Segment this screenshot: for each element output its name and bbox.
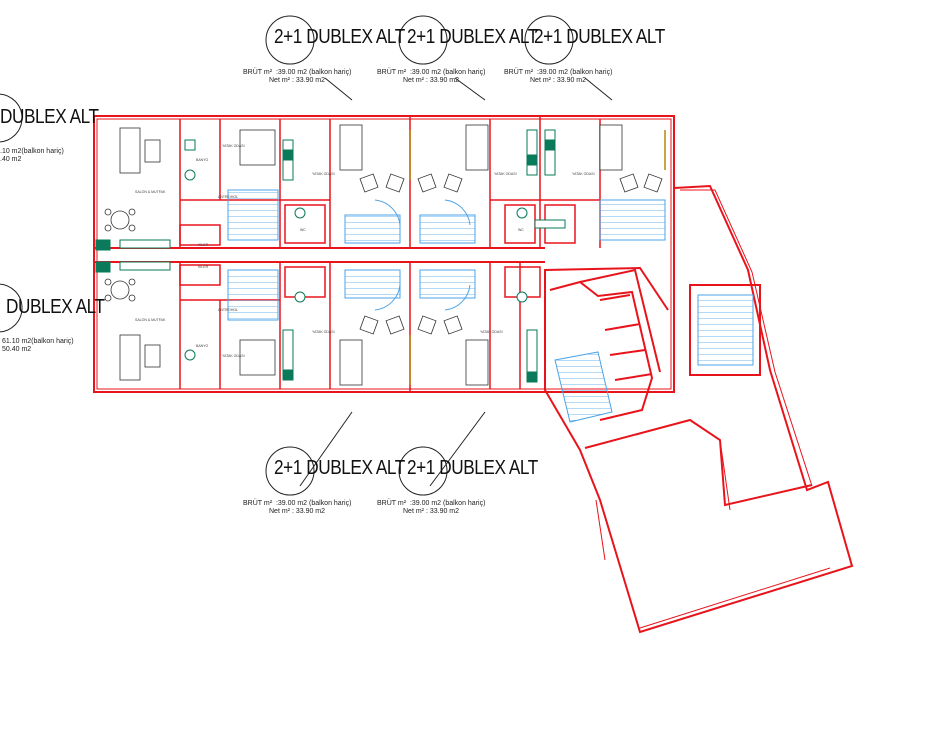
unit-title-left-2: DUBLEX ALT: [6, 296, 105, 318]
room-label-antre: ANTRE/HOL: [218, 308, 239, 312]
net-label: Net m²: [269, 508, 290, 515]
fixtures: [95, 129, 566, 383]
unit-title-top-3: 2+1 DUBLEX ALT: [534, 26, 665, 48]
unit-area-top-1: BRÜT m² :39.00 m2 (balkon hariç) Net m² …: [243, 69, 351, 85]
unit-area-top-3: BRÜT m² :39.00 m2 (balkon hariç) Net m² …: [504, 69, 612, 85]
room-label-salon: SALON & MUTFAK: [135, 318, 166, 322]
net-label: Net m²: [403, 508, 424, 515]
brut-label: BRÜT m²: [504, 69, 534, 76]
room-label-yatak: YATAK ODASI: [312, 172, 335, 176]
area-line-1: .10 m2(balkon hariç): [0, 148, 64, 155]
right-wing-walls: [544, 184, 854, 634]
room-label-yatak: YATAK ODASI: [222, 144, 245, 148]
main-building-walls: [93, 115, 675, 393]
room-label-kiler: KİLER: [198, 265, 209, 269]
room-label-yatak: YATAK ODASI: [572, 172, 595, 176]
brut-label: BRÜT m²: [377, 69, 407, 76]
unit-title-top-2: 2+1 DUBLEX ALT: [407, 26, 538, 48]
room-label-yatak: YATAK ODASI: [480, 330, 503, 334]
brut-value: :39.00 m2 (balkon hariç): [409, 500, 486, 507]
unit-area-left-2: 61.10 m2(balkon hariç) 50.40 m2: [2, 338, 74, 354]
net-label: Net m²: [269, 77, 290, 84]
brut-value: :39.00 m2 (balkon hariç): [275, 69, 352, 76]
stairs: [227, 189, 754, 423]
room-label-antre: ANTRE/HOL: [218, 195, 239, 199]
area-line-2: 50.40 m2: [2, 346, 32, 353]
brut-label: BRÜT m²: [243, 500, 273, 507]
room-label-wc: WC: [518, 228, 524, 232]
net-value: : 33.90 m2: [291, 508, 326, 515]
room-label-banyo: BANYO: [196, 158, 209, 162]
unit-title-top-1: 2+1 DUBLEX ALT: [274, 26, 405, 48]
room-label-wc: WC: [300, 228, 306, 232]
area-line-2: .40 m2: [0, 156, 22, 163]
brut-label: BRÜT m²: [377, 500, 407, 507]
unit-area-top-2: BRÜT m² :39.00 m2 (balkon hariç) Net m² …: [377, 69, 485, 85]
area-line-1: 61.10 m2(balkon hariç): [2, 338, 74, 345]
brut-value: :39.00 m2 (balkon hariç): [409, 69, 486, 76]
room-label-yatak: YATAK ODASI: [222, 354, 245, 358]
unit-area-bottom-2: BRÜT m² :39.00 m2 (balkon hariç) Net m² …: [377, 500, 485, 516]
brut-value: :39.00 m2 (balkon hariç): [536, 69, 613, 76]
net-label: Net m²: [403, 77, 424, 84]
unit-title-bottom-2: 2+1 DUBLEX ALT: [407, 457, 538, 479]
net-label: Net m²: [530, 77, 551, 84]
room-label-salon: SALON & MUTFAK: [135, 190, 166, 194]
furniture: [104, 124, 663, 386]
unit-title-bottom-1: 2+1 DUBLEX ALT: [274, 457, 405, 479]
room-label-banyo: BANYO: [196, 344, 209, 348]
unit-title-left-1: DUBLEX ALT: [0, 106, 99, 128]
net-value: : 33.90 m2: [552, 77, 587, 84]
net-value: : 33.90 m2: [425, 508, 460, 515]
net-value: : 33.90 m2: [425, 77, 460, 84]
room-label-yatak: YATAK ODASI: [494, 172, 517, 176]
net-value: : 33.90 m2: [291, 77, 326, 84]
unit-markers: [0, 15, 613, 496]
unit-area-bottom-1: BRÜT m² :39.00 m2 (balkon hariç) Net m² …: [243, 500, 351, 516]
brut-value: :39.00 m2 (balkon hariç): [275, 500, 352, 507]
brut-label: BRÜT m²: [243, 69, 273, 76]
room-label-kiler: KİLER: [198, 243, 209, 247]
unit-area-left-1: .10 m2(balkon hariç) .40 m2: [0, 148, 64, 164]
balcony-lines: [409, 130, 666, 385]
room-label-yatak: YATAK ODASI: [312, 330, 335, 334]
